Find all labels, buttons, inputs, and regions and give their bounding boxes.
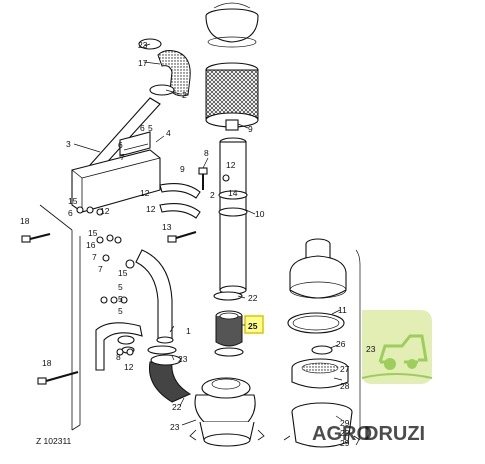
- support-bracket: [95, 322, 143, 371]
- svg-text:AGRO: AGRO: [312, 423, 372, 445]
- callout: 29: [340, 418, 350, 428]
- watermark-logo: [361, 310, 433, 384]
- bolt-8: [198, 167, 208, 190]
- callout: 5: [118, 282, 123, 292]
- callout: 12: [124, 362, 134, 372]
- callout: 10: [255, 209, 265, 219]
- highlight-box: [244, 315, 264, 334]
- watermark-text: AGRO DRUZI: [312, 423, 425, 445]
- callout: 28: [340, 381, 350, 391]
- lower-bent-tube: [135, 249, 177, 355]
- right-bowl: [283, 402, 361, 448]
- right-seal-ring: [287, 312, 345, 334]
- callout: 6: [140, 123, 145, 133]
- callout: 23: [366, 344, 376, 354]
- callout: 7: [92, 252, 97, 262]
- callout: 9: [248, 124, 253, 134]
- bolt-18-lower: [37, 371, 79, 385]
- pipe-clamps: [213, 190, 248, 301]
- callout: 17: [138, 58, 148, 68]
- callouts: 23 17 2 3 6 5 4 6 7 9 8 9 12 12 12 2 14 …: [20, 40, 376, 448]
- mounting-bracket: [71, 149, 161, 213]
- callout: 8: [204, 148, 209, 158]
- svg-text:DRUZI: DRUZI: [364, 423, 425, 445]
- callout: 2: [182, 90, 187, 100]
- callout: 2: [210, 190, 215, 200]
- callout: 5: [118, 306, 123, 316]
- air-cleaner-housing-left: [189, 377, 265, 447]
- mesh-filter: [205, 62, 259, 131]
- callout: 4: [166, 128, 171, 138]
- callout: 22: [340, 428, 350, 438]
- right-dust-cup: [291, 358, 349, 389]
- callout: 23: [170, 422, 180, 432]
- callout: 29: [340, 438, 350, 448]
- callout: 27: [340, 364, 350, 374]
- callout: 18: [20, 216, 30, 226]
- strap-clamps: [119, 131, 201, 219]
- callout: 12: [100, 206, 110, 216]
- callout: 12: [140, 188, 150, 198]
- upper-elbow: [138, 38, 191, 97]
- callout: 6: [118, 140, 123, 150]
- callout: 12: [146, 204, 156, 214]
- callout-25: 25: [248, 321, 258, 331]
- drawing-code: Z 102311: [36, 436, 72, 446]
- bolt-14: [167, 231, 197, 243]
- callout: 11: [338, 305, 347, 315]
- callout: 6: [68, 208, 73, 218]
- callout: 7: [98, 264, 103, 274]
- callout: 8: [116, 352, 121, 362]
- callout: 16: [86, 240, 96, 250]
- bolt-18-upper: [21, 233, 51, 243]
- lower-hose-elbow: [148, 354, 192, 403]
- callout: 15: [88, 228, 98, 238]
- callout: 15: [118, 268, 128, 278]
- leader-lines: [73, 43, 343, 426]
- side-frame: [39, 204, 81, 431]
- group-bracket: [355, 249, 361, 446]
- intake-pipe: [219, 137, 247, 295]
- callout: 3: [66, 139, 71, 149]
- callout: 7: [120, 152, 125, 162]
- right-cover: [289, 238, 347, 299]
- callout: 22: [248, 293, 258, 303]
- callout: 5: [148, 123, 153, 133]
- callout: 26: [336, 339, 346, 349]
- callout: 18: [42, 358, 52, 368]
- callout: 12: [226, 160, 236, 170]
- callout: 13: [162, 222, 172, 232]
- callout: 22: [172, 402, 182, 412]
- small-fasteners: [76, 174, 230, 356]
- callout: 5: [118, 294, 123, 304]
- precleaner-cap: [205, 2, 259, 48]
- callout: 23: [138, 40, 148, 50]
- right-small-ring: [311, 345, 333, 355]
- callout: 1: [186, 326, 191, 336]
- callout: 15: [68, 196, 78, 206]
- hose-25: [214, 310, 244, 357]
- callout: 14: [228, 188, 238, 198]
- callout: 9: [180, 164, 185, 174]
- callout: 23: [178, 354, 188, 364]
